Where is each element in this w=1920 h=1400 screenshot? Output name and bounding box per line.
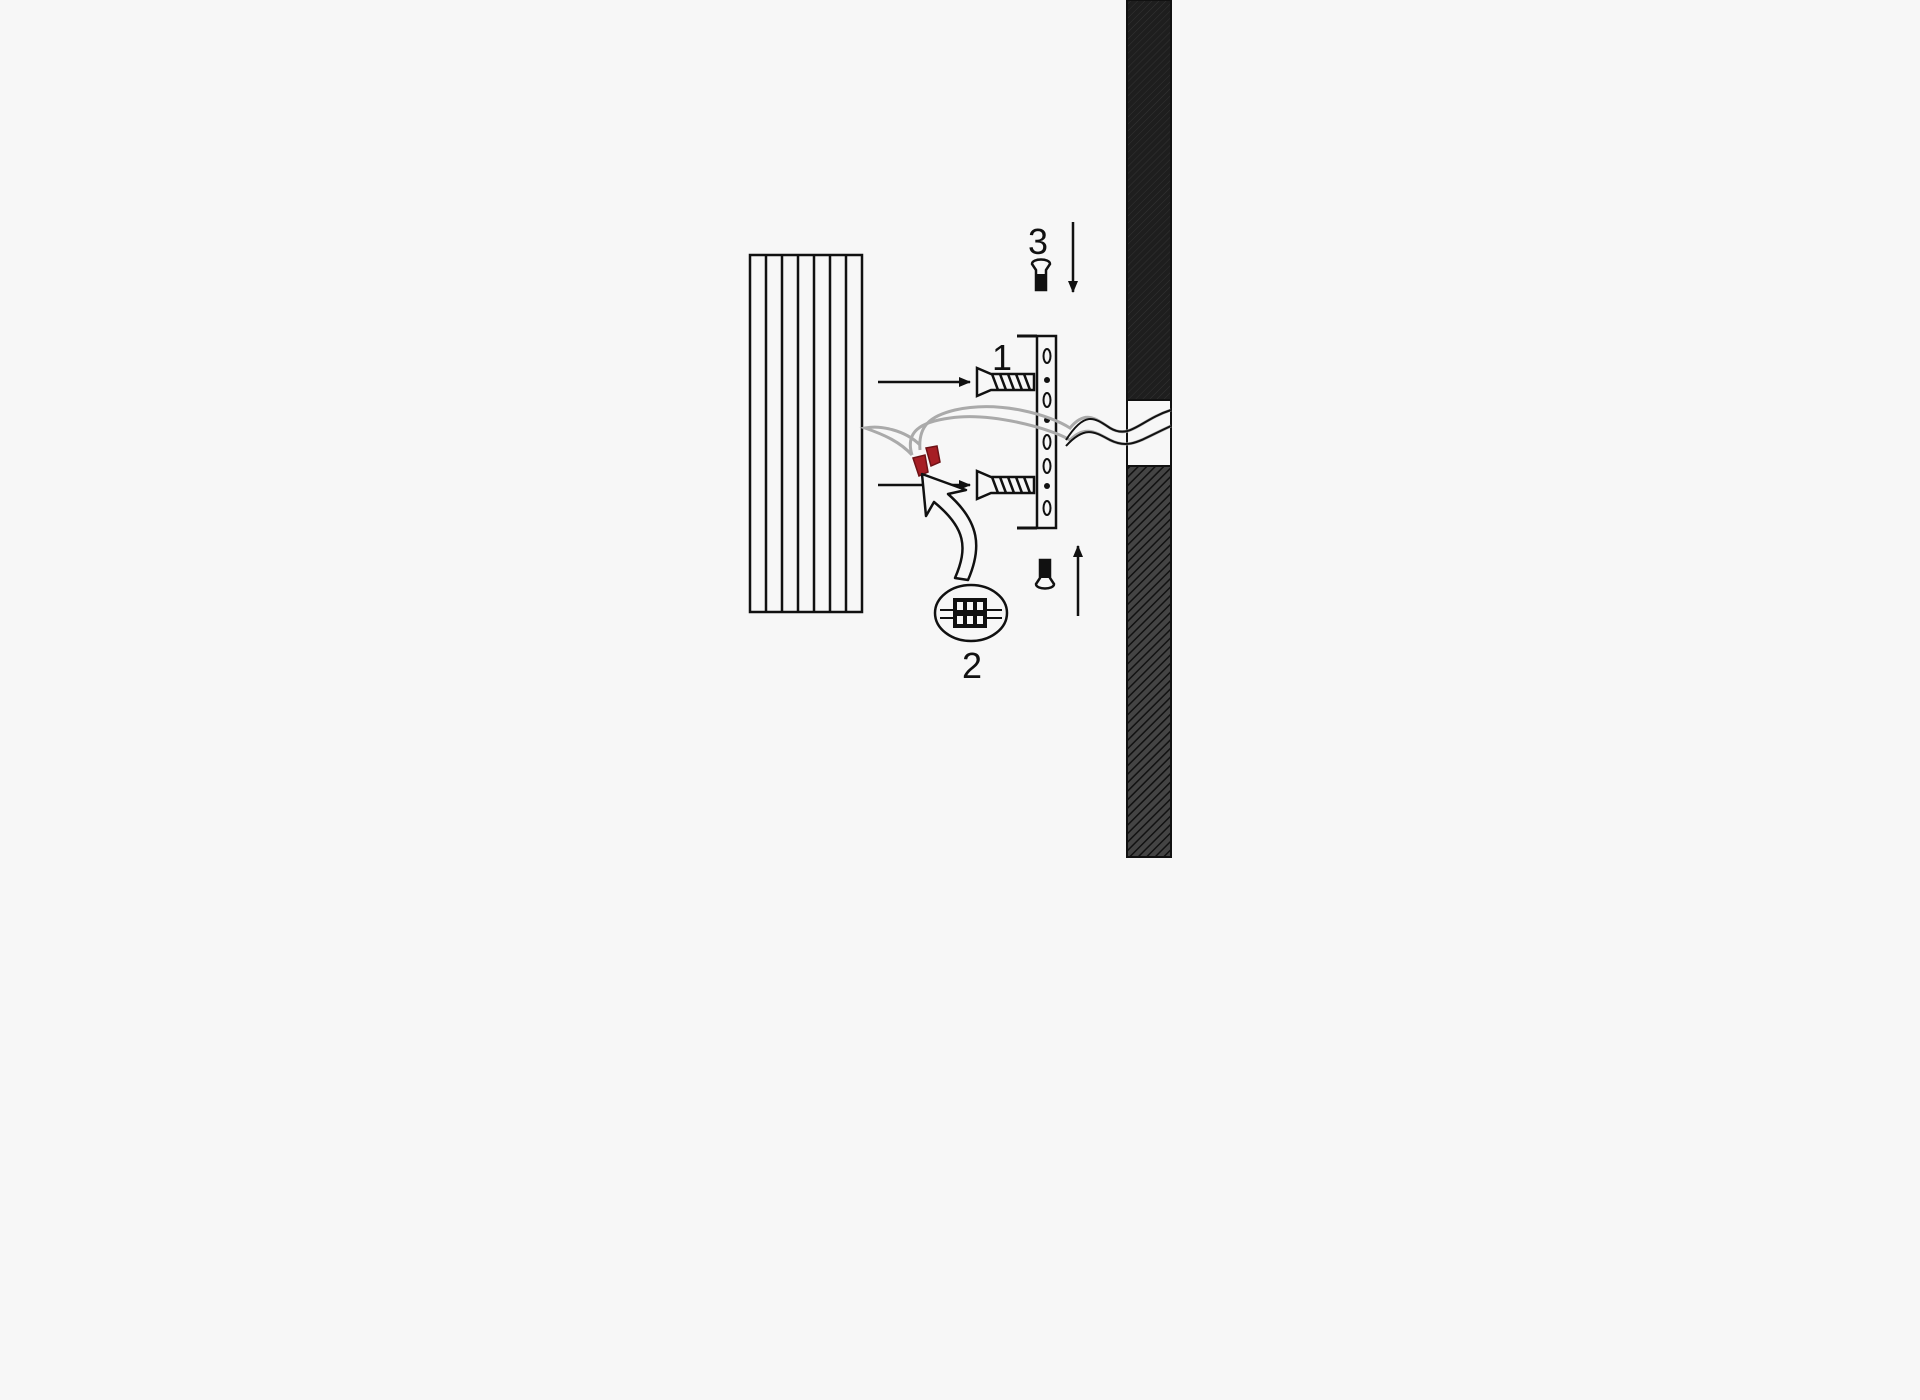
wire-icon (1065, 409, 1172, 447)
step-3-label: 3 (1028, 221, 1048, 262)
callout-arrow-icon (920, 472, 978, 582)
mounting-bracket-icon (1017, 334, 1058, 530)
screw-icon (1034, 558, 1056, 590)
wire-nut-icon (925, 445, 941, 468)
screw-icon (975, 469, 1036, 501)
lamp-shade-icon (748, 253, 864, 614)
step-2-label: 2 (962, 645, 982, 686)
step-1-label: 1 (992, 337, 1012, 378)
screw-icon (975, 366, 1036, 398)
wire-nut-icon (912, 454, 929, 478)
screw-icon (1030, 258, 1052, 292)
wall-icon (1126, 0, 1172, 858)
wire-connector-icon (933, 583, 1009, 643)
